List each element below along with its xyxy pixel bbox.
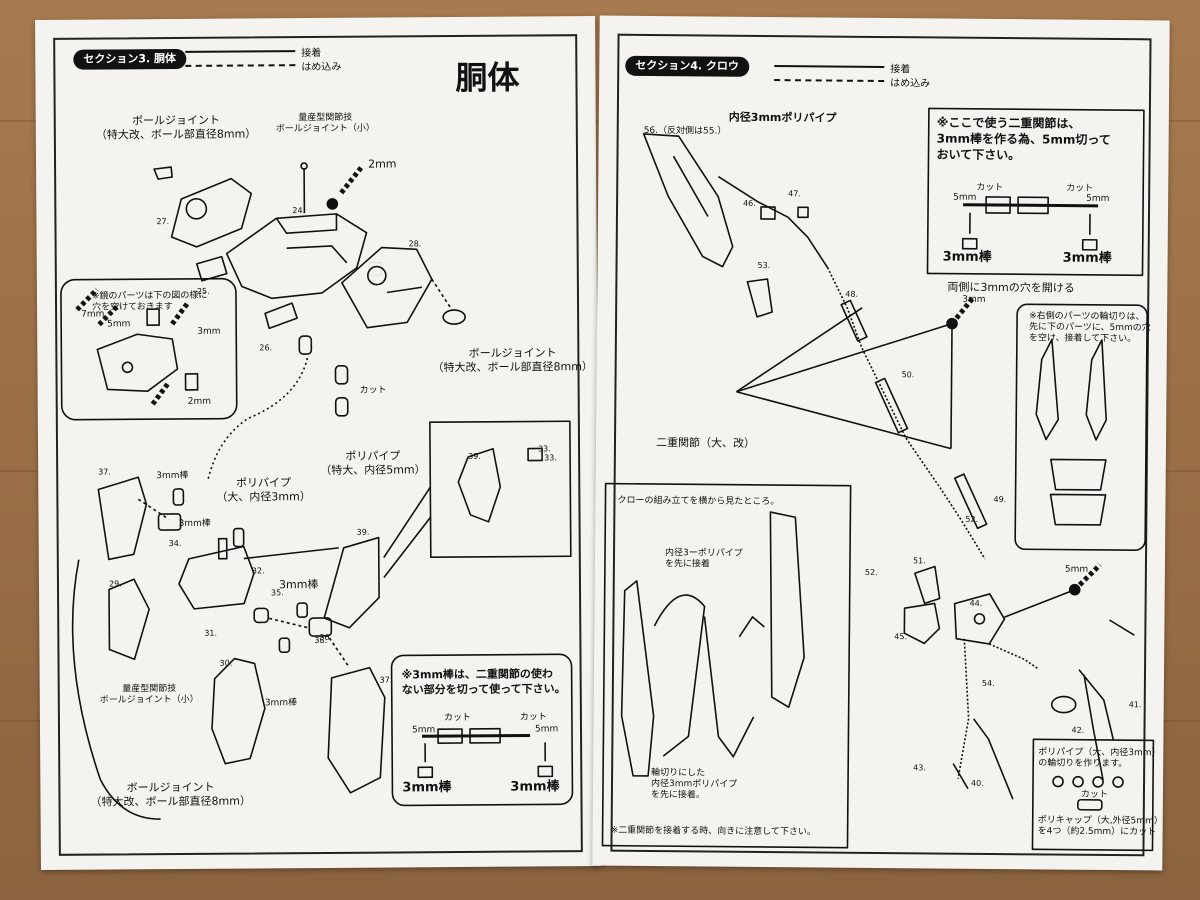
label-cut-5mm-left: 5mm [953, 192, 977, 203]
label-poly-pipe-3mm: 内径3mmポリパイプ [728, 110, 837, 125]
label-2mm-top: 2mm [368, 157, 397, 171]
label-part-56: 56.（反対側は55.） [643, 125, 727, 137]
note-rod-cut: ※3mm棒は、二重関節の使わ ない部分を切って使って下さい。 [401, 667, 566, 697]
note-cut-5mm: ※ここで使う二重関節は、 3mm棒を作る為、5mm切って おいて下さい。 [936, 115, 1111, 163]
label-cut-small: カット [1080, 789, 1108, 800]
part-number: 42. [1071, 725, 1085, 735]
part-number: 35. [271, 588, 284, 598]
label-ball-joint-xl-bottom: ボールジョイント （特大改、ボール部直径8mm） [90, 780, 251, 809]
part-number: 39. [356, 527, 370, 537]
part-number: 48. [845, 289, 859, 299]
instruction-booklet: ▢ セクション3. 胴体 接着 はめ込み 胴体 [30, 15, 1170, 880]
part-number: 30. [219, 658, 233, 668]
part-number: 44. [969, 598, 983, 608]
waist-block [178, 545, 255, 610]
part-number: 45. [894, 632, 908, 642]
label-rod-d: 3mm棒 [264, 698, 298, 709]
part-number: 26. [259, 343, 273, 353]
part-number: 47. [788, 189, 801, 199]
part-number: 37. [98, 467, 111, 477]
part-number: 49. [993, 494, 1007, 505]
label-claw-side: クローの組み立てを横から見たところ。 [617, 495, 780, 508]
note-5mm-left: 5mm [411, 725, 436, 736]
part-number: 54. [981, 678, 995, 689]
label-double-joint: 二重関節（大、改） [655, 436, 756, 450]
part-number: 40. [970, 778, 984, 788]
label-inset-2mm: 2mm [187, 396, 212, 407]
label-rod-b: 3mm棒 [178, 518, 211, 529]
label-cut-left: カット [976, 182, 1004, 194]
claw-arm-part [642, 133, 734, 268]
label-rod-a: 3mm棒 [156, 470, 189, 482]
part-number: 52. [965, 514, 979, 524]
label-inset-7mm: 7mm [81, 309, 105, 320]
part-number: 50. [901, 370, 915, 380]
part-number: 46. [743, 198, 756, 208]
label-ball-joint-xl-top: ボールジョイント （特大改、ボール部直径8mm） [95, 113, 257, 142]
label-joint-caution: ※二重関節を接着する時、向きに注意して下さい。 [610, 825, 816, 838]
part-number: 24. [292, 206, 306, 216]
torso-center-part [225, 213, 368, 300]
label-holes-3mm: 3mm [962, 294, 986, 305]
part-number: 43. [913, 763, 926, 773]
label-poly3-first: 内径3ーポリパイプ を先に接着 [664, 548, 743, 570]
note-cut-left: カット [443, 712, 471, 724]
note-rod-right: 3mm棒 [510, 779, 560, 795]
label-5mm: 5mm [1064, 564, 1089, 575]
claw-exploded-diagram [601, 107, 1155, 852]
label-ring-note: ポリパイプ（大、内径3mm） の輪切りを作ります。 [1038, 747, 1161, 770]
part-number: 33. [544, 453, 557, 463]
part-number: 33. [538, 444, 551, 454]
part-number: 28. [408, 239, 422, 249]
label-poly-pipe-xl: ポリパイプ （特大、内径5mm） [320, 449, 426, 477]
part-number: 25. [196, 286, 210, 296]
shoulder-left-part [170, 177, 253, 248]
part-number: 37. [379, 675, 393, 685]
part-number: 29. [108, 579, 122, 589]
claw-hub [953, 593, 1006, 645]
label-mass-joint-small-top: 量産型関節技 ボールジョイント（小） [275, 112, 375, 135]
part-number: 27. [156, 217, 170, 227]
label-poly-pipe-large: ポリパイプ （大、内径3mm） [216, 476, 311, 504]
part-number: 39. [468, 451, 481, 461]
label-holes: 両側に3mmの穴を開ける [947, 280, 1075, 295]
label-polycap-note: ポリキャップ（大,外径5mm） を4つ（約2.5mm）にカット [1037, 815, 1163, 838]
right-page: セクション4. クロウ 接着 はめ込み [592, 15, 1170, 871]
label-cut-5mm-right: 5mm [1086, 193, 1110, 204]
label-inset-note: ※鏡のパーツは下の図の様に 穴を空けておきます [91, 290, 208, 313]
label-inset-5mm: 5mm [107, 319, 131, 330]
label-rod-right: 3mm棒 [1062, 250, 1112, 267]
label-mass-joint-small-bottom: 量産型関節技 ボールジョイント（小） [99, 683, 199, 706]
label-rod-left: 3mm棒 [942, 249, 992, 265]
skirt-right [323, 536, 380, 629]
label-ring3-first: 輪切りにした 内径3mmポリパイプ を先に接着。 [650, 768, 738, 801]
label-inset-3mm: 3mm [197, 326, 221, 337]
part-number: 31. [204, 628, 218, 638]
skirt-left [108, 578, 150, 661]
note-cut-right: カット [519, 712, 547, 723]
part-number: 41. [1128, 700, 1142, 710]
part-number: 52. [864, 567, 878, 577]
rear-armor [327, 666, 386, 794]
label-rod-c: 3mm棒 [278, 578, 319, 592]
hip-armor-left [97, 476, 148, 561]
part-number: 51. [912, 556, 926, 566]
note-rod-left: 3mm棒 [402, 780, 452, 796]
left-page: ▢ セクション3. 胴体 接着 はめ込み 胴体 [35, 16, 601, 870]
part-number: 32. [251, 566, 265, 576]
torso-exploded-diagram [60, 162, 574, 820]
part-number: 38. [314, 635, 328, 646]
part-number: 53. [757, 260, 771, 271]
part-number: 34. [168, 538, 182, 549]
label-inset-note: ※右側のパーツの輪切りは、 先に下のパーツに、5mmの穴 を空け、接着して下さい… [1028, 311, 1151, 345]
skirt-center [211, 657, 266, 765]
note-5mm-right: 5mm [534, 724, 559, 735]
label-cut: カット [359, 385, 387, 396]
label-ball-joint-xl-right: ボールジョイント （特大改、ボール部直径8mm） [432, 346, 593, 375]
